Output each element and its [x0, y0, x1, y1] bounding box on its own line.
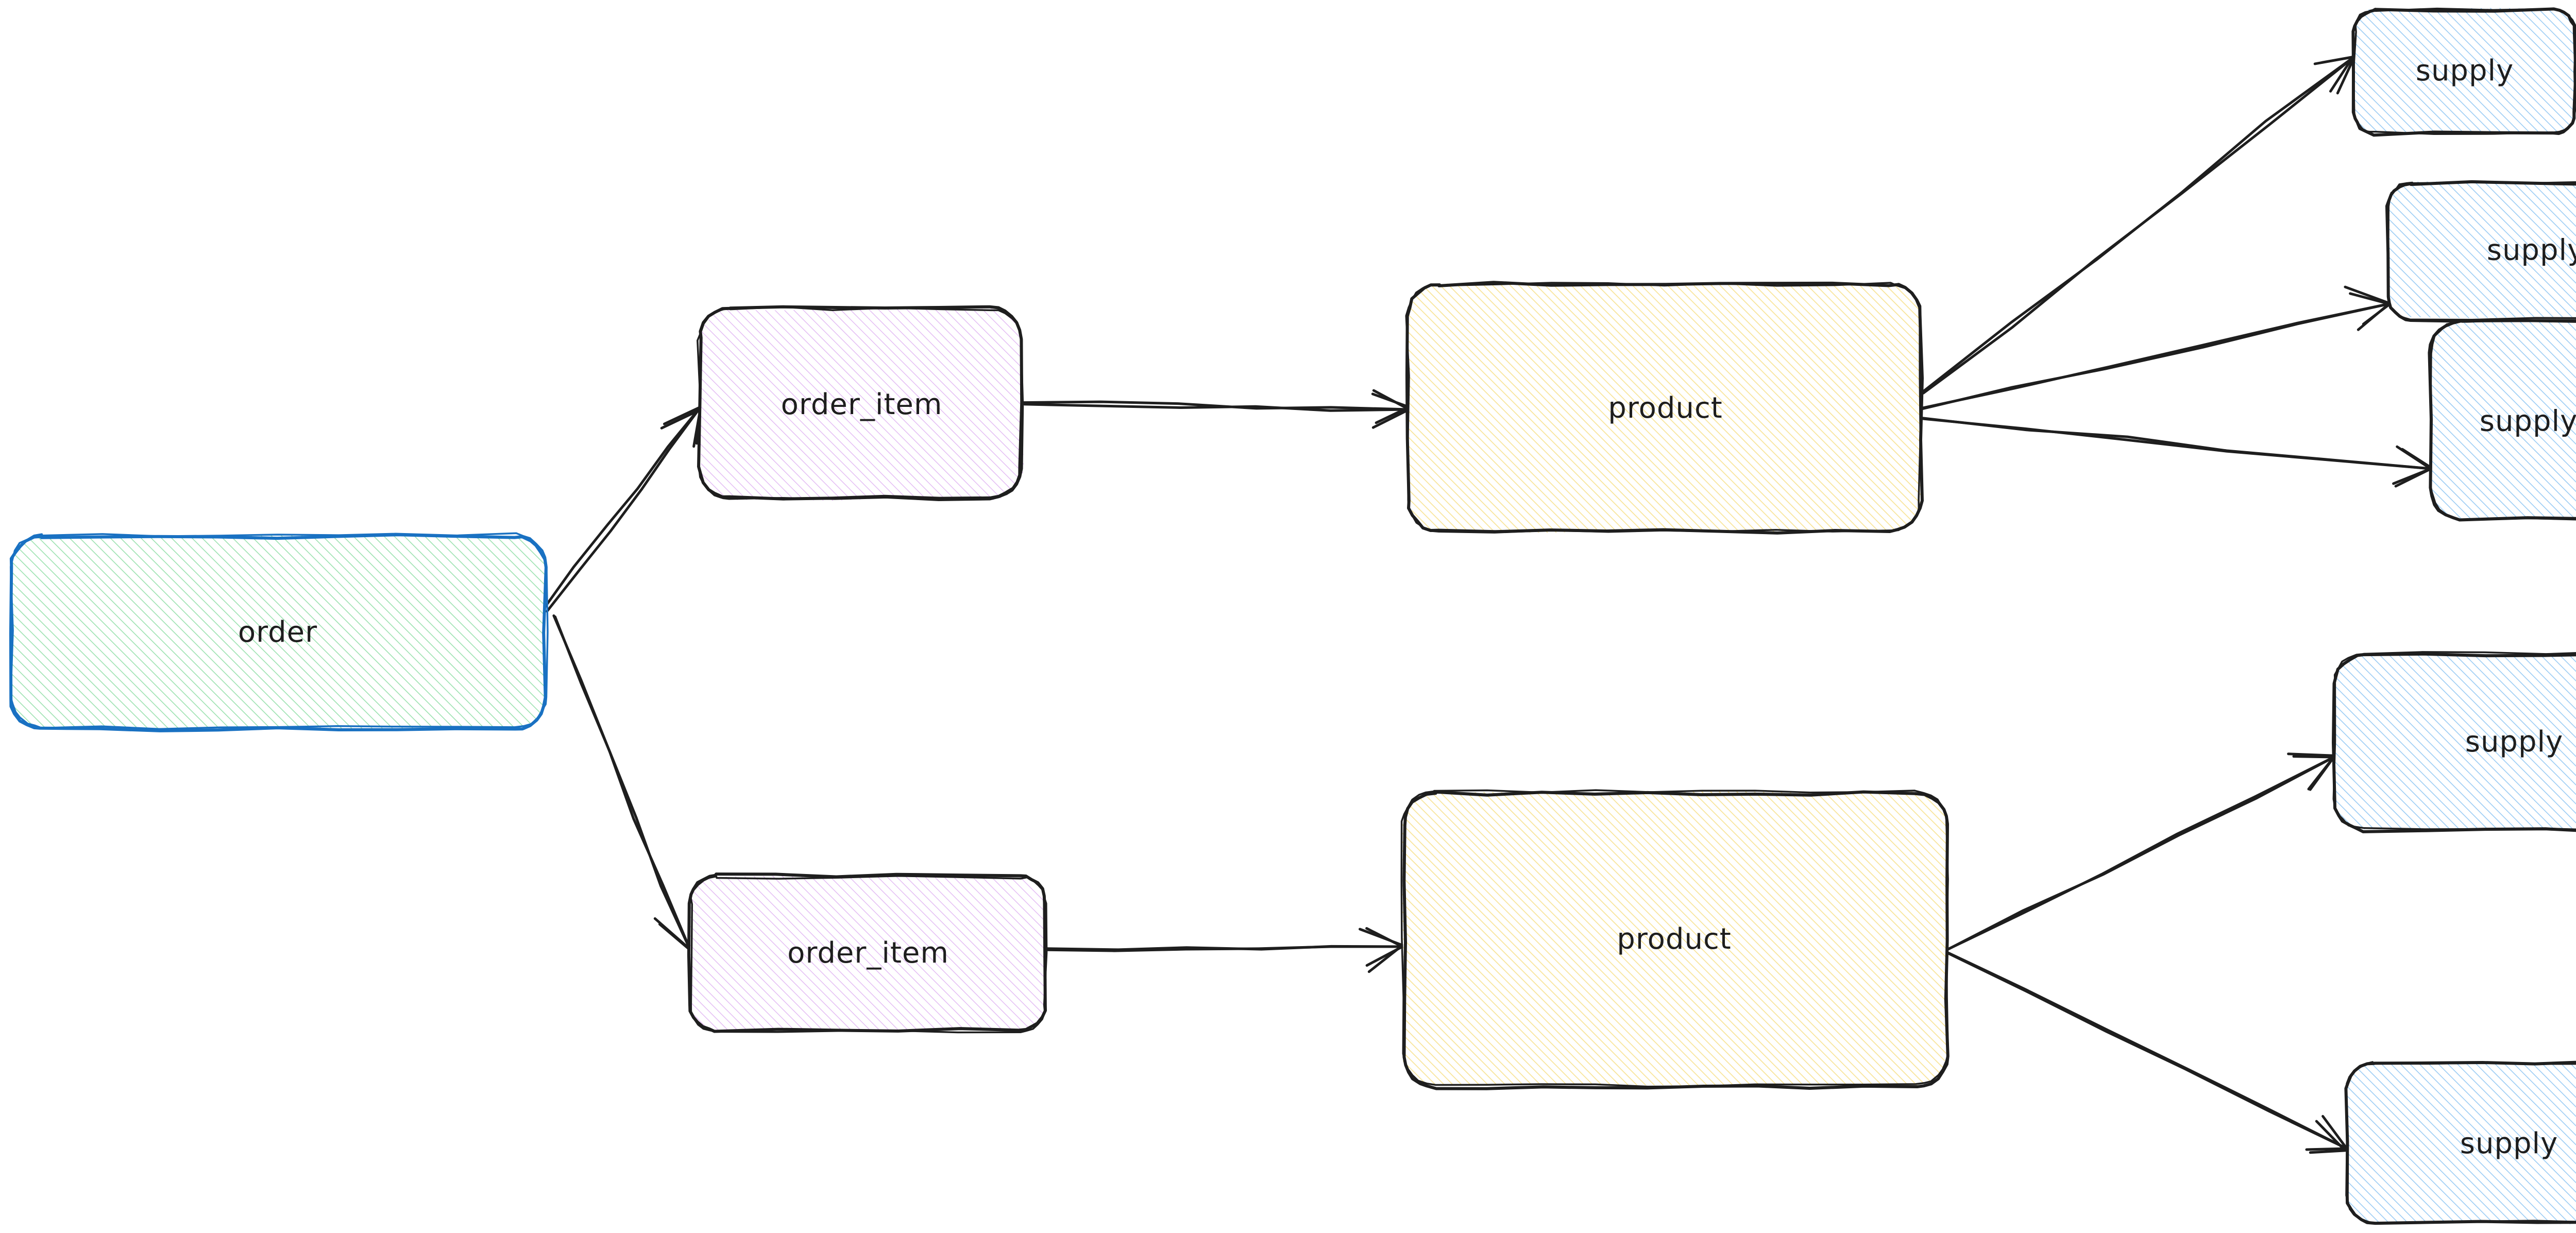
node-outline-order_item_top: [697, 306, 1024, 501]
node-supply_2[interactable]: supply: [2385, 180, 2576, 323]
node-outline-order_item_bottom: [689, 875, 1048, 1034]
node-outline-supply_1: [2352, 7, 2576, 135]
edge-product_top-to-supply_1[interactable]: [1922, 55, 2356, 395]
node-fill-supply_4: [2334, 653, 2576, 830]
node-outline-order: [9, 532, 549, 730]
node-fill-order_item_bottom: [689, 875, 1047, 1031]
node-fill-supply_3: [2430, 320, 2576, 521]
node-fill-order_item_top: [699, 308, 1024, 501]
edge-order_item_bottom-to-product_bottom[interactable]: [1043, 927, 1404, 973]
node-outline-supply_3: [2429, 319, 2576, 521]
node-outline-product_bottom: [1400, 789, 1949, 1088]
node-label-order_item_top: order_item: [781, 388, 943, 421]
node-outline-supply_5: [2345, 1061, 2576, 1224]
nodes-layer: orderorder_itemorder_itemproductproducts…: [9, 7, 2576, 1225]
node-product_top[interactable]: product: [1405, 281, 1924, 535]
node-outline-supply_2: [2387, 181, 2576, 321]
node-label-supply_4: supply: [2465, 725, 2563, 759]
node-outline-product_top: [1405, 282, 1922, 534]
node-label-supply_1: supply: [2416, 54, 2514, 88]
node-fill-product_bottom: [1401, 791, 1947, 1087]
edge-order_item_top-to-product_top[interactable]: [1021, 389, 1411, 429]
node-label-order: order: [238, 615, 317, 649]
node-fill-supply_5: [2346, 1062, 2576, 1225]
node-outline-product_bottom: [1402, 790, 1950, 1090]
edge-order-to-order_item_bottom[interactable]: [552, 614, 700, 952]
node-order[interactable]: order: [9, 532, 549, 732]
node-label-product_top: product: [1608, 391, 1722, 425]
node-fill-product_top: [1408, 283, 1922, 533]
edge-product_bottom-to-supply_4[interactable]: [1945, 752, 2336, 951]
node-label-order_item_bottom: order_item: [787, 936, 949, 970]
node-product_bottom[interactable]: product: [1400, 789, 1950, 1090]
node-outline-supply_4: [2332, 651, 2576, 831]
node-label-supply_3: supply: [2480, 405, 2576, 438]
node-label-supply_5: supply: [2460, 1127, 2558, 1160]
edge-product_bottom-to-supply_5[interactable]: [1944, 950, 2348, 1154]
node-supply_3[interactable]: supply: [2428, 319, 2576, 522]
node-outline-supply_2: [2385, 180, 2576, 323]
node-order_item_top[interactable]: order_item: [697, 305, 1024, 501]
node-supply_1[interactable]: supply: [2351, 7, 2576, 137]
node-label-product_bottom: product: [1617, 922, 1731, 956]
node-label-supply_2: supply: [2487, 234, 2576, 267]
node-supply_5[interactable]: supply: [2344, 1060, 2576, 1225]
edge-order-to-order_item_top[interactable]: [543, 405, 703, 613]
node-order_item_bottom[interactable]: order_item: [687, 872, 1048, 1034]
edges-layer: [543, 55, 2433, 1154]
node-supply_4[interactable]: supply: [2332, 651, 2576, 833]
node-fill-order: [10, 534, 546, 730]
node-fill-supply_2: [2389, 181, 2576, 318]
node-fill-supply_1: [2354, 8, 2575, 134]
edge-product_top-to-supply_3[interactable]: [1922, 417, 2433, 488]
edge-product_top-to-supply_2[interactable]: [1919, 285, 2392, 410]
